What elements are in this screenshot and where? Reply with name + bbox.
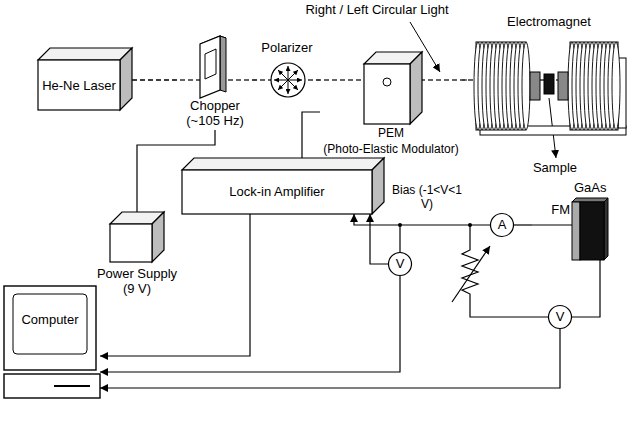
diagram-part <box>278 70 298 90</box>
label-holder: Right / Left Circular Light <box>282 3 472 17</box>
electromagnet-drawing <box>474 42 626 135</box>
diagram-part <box>182 158 384 170</box>
diagram-part <box>570 42 618 130</box>
diagram-part <box>476 42 526 130</box>
chopper-plate <box>200 36 226 98</box>
resistor-arrow <box>452 246 490 302</box>
diagram-part <box>522 42 530 130</box>
electromagnet: Electromagnet <box>470 14 628 138</box>
diagram-part <box>530 72 540 100</box>
signal-wire <box>514 224 532 225</box>
node-text: GaAs <box>574 180 624 195</box>
diagram-part <box>54 385 90 387</box>
diagram-part <box>4 286 96 370</box>
node-text: (Photo-Elastic Modulator) <box>320 142 462 157</box>
diagram-part <box>220 36 226 92</box>
diagram-part <box>580 202 604 260</box>
node-text: PEM <box>320 126 462 141</box>
signal-wire <box>572 262 600 317</box>
diagram-part <box>544 74 554 94</box>
power-supply-housing <box>110 212 164 262</box>
laser-beam <box>252 79 258 80</box>
pem-housing <box>364 52 422 124</box>
node-text: Power Supply (9 V) <box>92 266 182 296</box>
laser-housing <box>38 48 132 110</box>
lock-in-housing <box>182 158 384 214</box>
node-text: Chopper (~105 Hz) <box>178 98 252 128</box>
sample-drawing <box>532 198 608 262</box>
meter-symbol <box>491 214 514 237</box>
beam-label: Right / Left Circular Light <box>282 3 472 17</box>
pem-box: PEM(Photo-Elastic Modulator) <box>320 52 462 160</box>
node-text: He-Ne Laser <box>38 78 120 93</box>
node-text: Electromagnet <box>470 14 628 29</box>
diagram-part <box>152 212 164 262</box>
diagram-part <box>13 294 87 354</box>
computer-drawing <box>4 286 100 398</box>
signal-wire <box>100 214 250 356</box>
signal-wire <box>100 329 560 388</box>
bias-label: Bias (-1<V<1 V) <box>390 183 464 211</box>
meter-symbol <box>549 306 572 329</box>
diagram-part <box>182 170 372 214</box>
diagram-part <box>205 49 216 79</box>
label-holder: Bias (-1<V<1 V) <box>390 183 464 211</box>
pem-aperture <box>383 78 391 86</box>
node-shape <box>4 286 100 400</box>
diagram-part <box>4 374 100 398</box>
diagram-part <box>604 198 608 260</box>
laser-box: He-Ne Laser <box>38 48 132 110</box>
diagram-part <box>572 198 608 202</box>
ammeter: A <box>490 213 514 237</box>
diagram-part <box>410 52 422 124</box>
node-text: Lock-in Amplifier <box>182 184 372 199</box>
diagram-part <box>38 60 120 110</box>
meter-symbol <box>389 253 412 276</box>
laser-beam <box>462 79 470 80</box>
variable-resistor <box>462 225 548 317</box>
laser-beam <box>132 79 178 80</box>
signal-wire <box>302 112 320 158</box>
computer: Computer <box>4 286 100 400</box>
power-supply: Power Supply (9 V) <box>92 212 182 300</box>
diagram-part <box>572 202 580 260</box>
chopper: Chopper (~105 Hz) <box>178 34 252 130</box>
voltmeter: V <box>388 252 412 276</box>
label-holder: Sample <box>528 161 582 175</box>
diagram-part <box>558 72 568 100</box>
polarizer-disc <box>271 63 305 97</box>
wire <box>399 225 400 252</box>
polarizer: Polarizer <box>258 40 316 102</box>
diagram-part <box>110 224 152 262</box>
node-text: Computer <box>13 312 87 327</box>
node-text: Polarizer <box>258 40 316 55</box>
signal-wire <box>354 214 490 225</box>
diagram-part <box>364 64 410 124</box>
lock-in-amplifier: Lock-in Amplifier <box>182 158 384 214</box>
sample: FM GaAs <box>532 180 624 262</box>
diagram-part <box>271 63 305 97</box>
node-text: A <box>490 217 514 232</box>
laser-beam <box>316 79 320 80</box>
sample-label: Sample <box>528 161 582 175</box>
node-text: FM <box>532 202 570 217</box>
diagram-part <box>278 70 298 90</box>
diagram-part <box>612 42 620 130</box>
node-text: V <box>388 256 412 271</box>
signal-wire <box>370 214 388 264</box>
diagram-part <box>372 158 384 214</box>
voltmeter: V <box>548 305 572 329</box>
diagram-part <box>200 36 220 98</box>
diagram-part <box>532 224 572 225</box>
node-shape <box>470 14 628 138</box>
node-text: V <box>548 309 572 324</box>
diagram-part <box>38 48 132 60</box>
diagram-part <box>120 48 132 110</box>
diagram-part <box>599 260 600 262</box>
